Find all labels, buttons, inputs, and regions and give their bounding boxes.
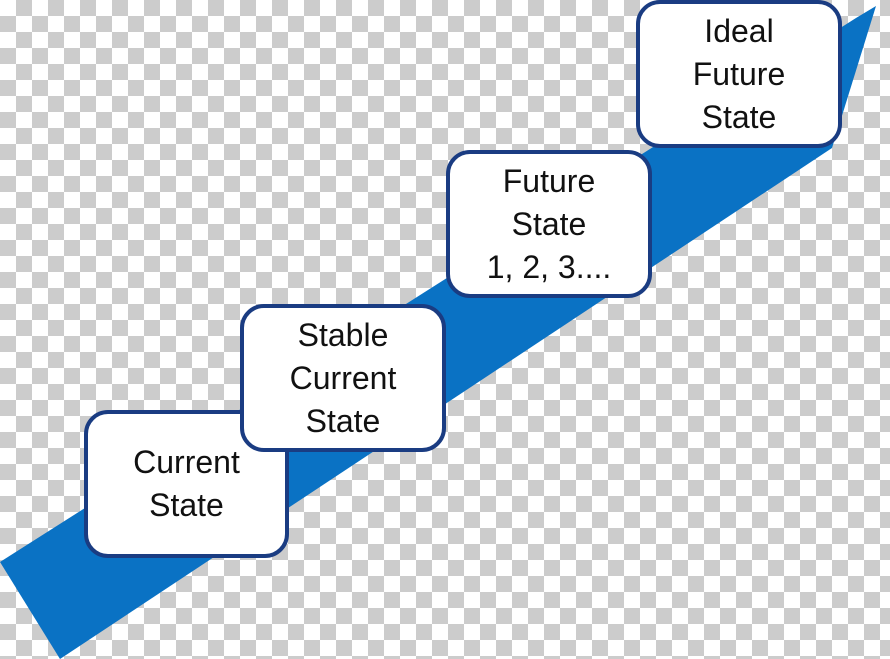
step-line: Future: [692, 55, 786, 92]
step-label: Current State: [133, 441, 240, 527]
step-stable-current-state: Stable Current State: [240, 304, 446, 452]
step-future-state: Future State 1, 2, 3....: [446, 150, 652, 298]
step-line: Future: [502, 162, 596, 199]
step-line: Stable: [297, 316, 389, 353]
step-line: Current: [289, 359, 397, 396]
step-ideal-future-state: Ideal Future State: [636, 0, 842, 148]
step-line: State: [149, 487, 224, 523]
step-line: Current: [133, 444, 240, 480]
step-line: State: [511, 205, 587, 242]
step-line: Ideal: [704, 12, 774, 49]
step-line: State: [701, 98, 777, 135]
step-label: Stable Current State: [290, 314, 397, 443]
step-line: 1, 2, 3....: [486, 248, 612, 285]
step-label: Future State 1, 2, 3....: [487, 160, 612, 289]
step-label: Ideal Future State: [693, 10, 785, 139]
step-line: State: [305, 402, 381, 439]
